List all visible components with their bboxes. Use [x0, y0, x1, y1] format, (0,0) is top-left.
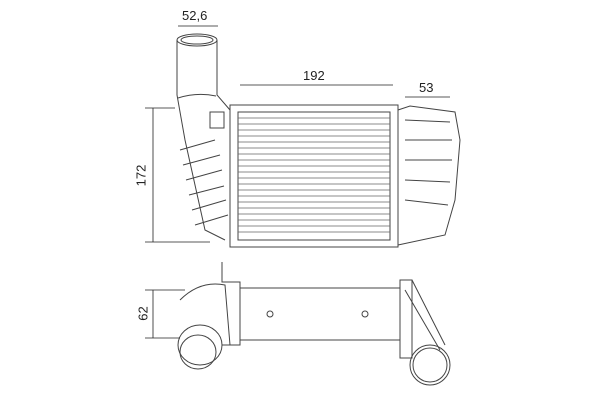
dim-thickness: 62 [135, 306, 151, 321]
core-fins [238, 117, 390, 233]
bottom-view [177, 262, 451, 386]
dimension-lines [145, 25, 450, 339]
dim-outlet-depth: 53 [419, 80, 434, 95]
dim-inlet-diameter: 52,6 [182, 8, 208, 23]
outlet-tank [397, 105, 461, 246]
core [229, 104, 399, 248]
dim-core-width: 192 [303, 68, 325, 83]
dim-height: 172 [133, 164, 149, 187]
inlet-pipe [176, 33, 231, 241]
